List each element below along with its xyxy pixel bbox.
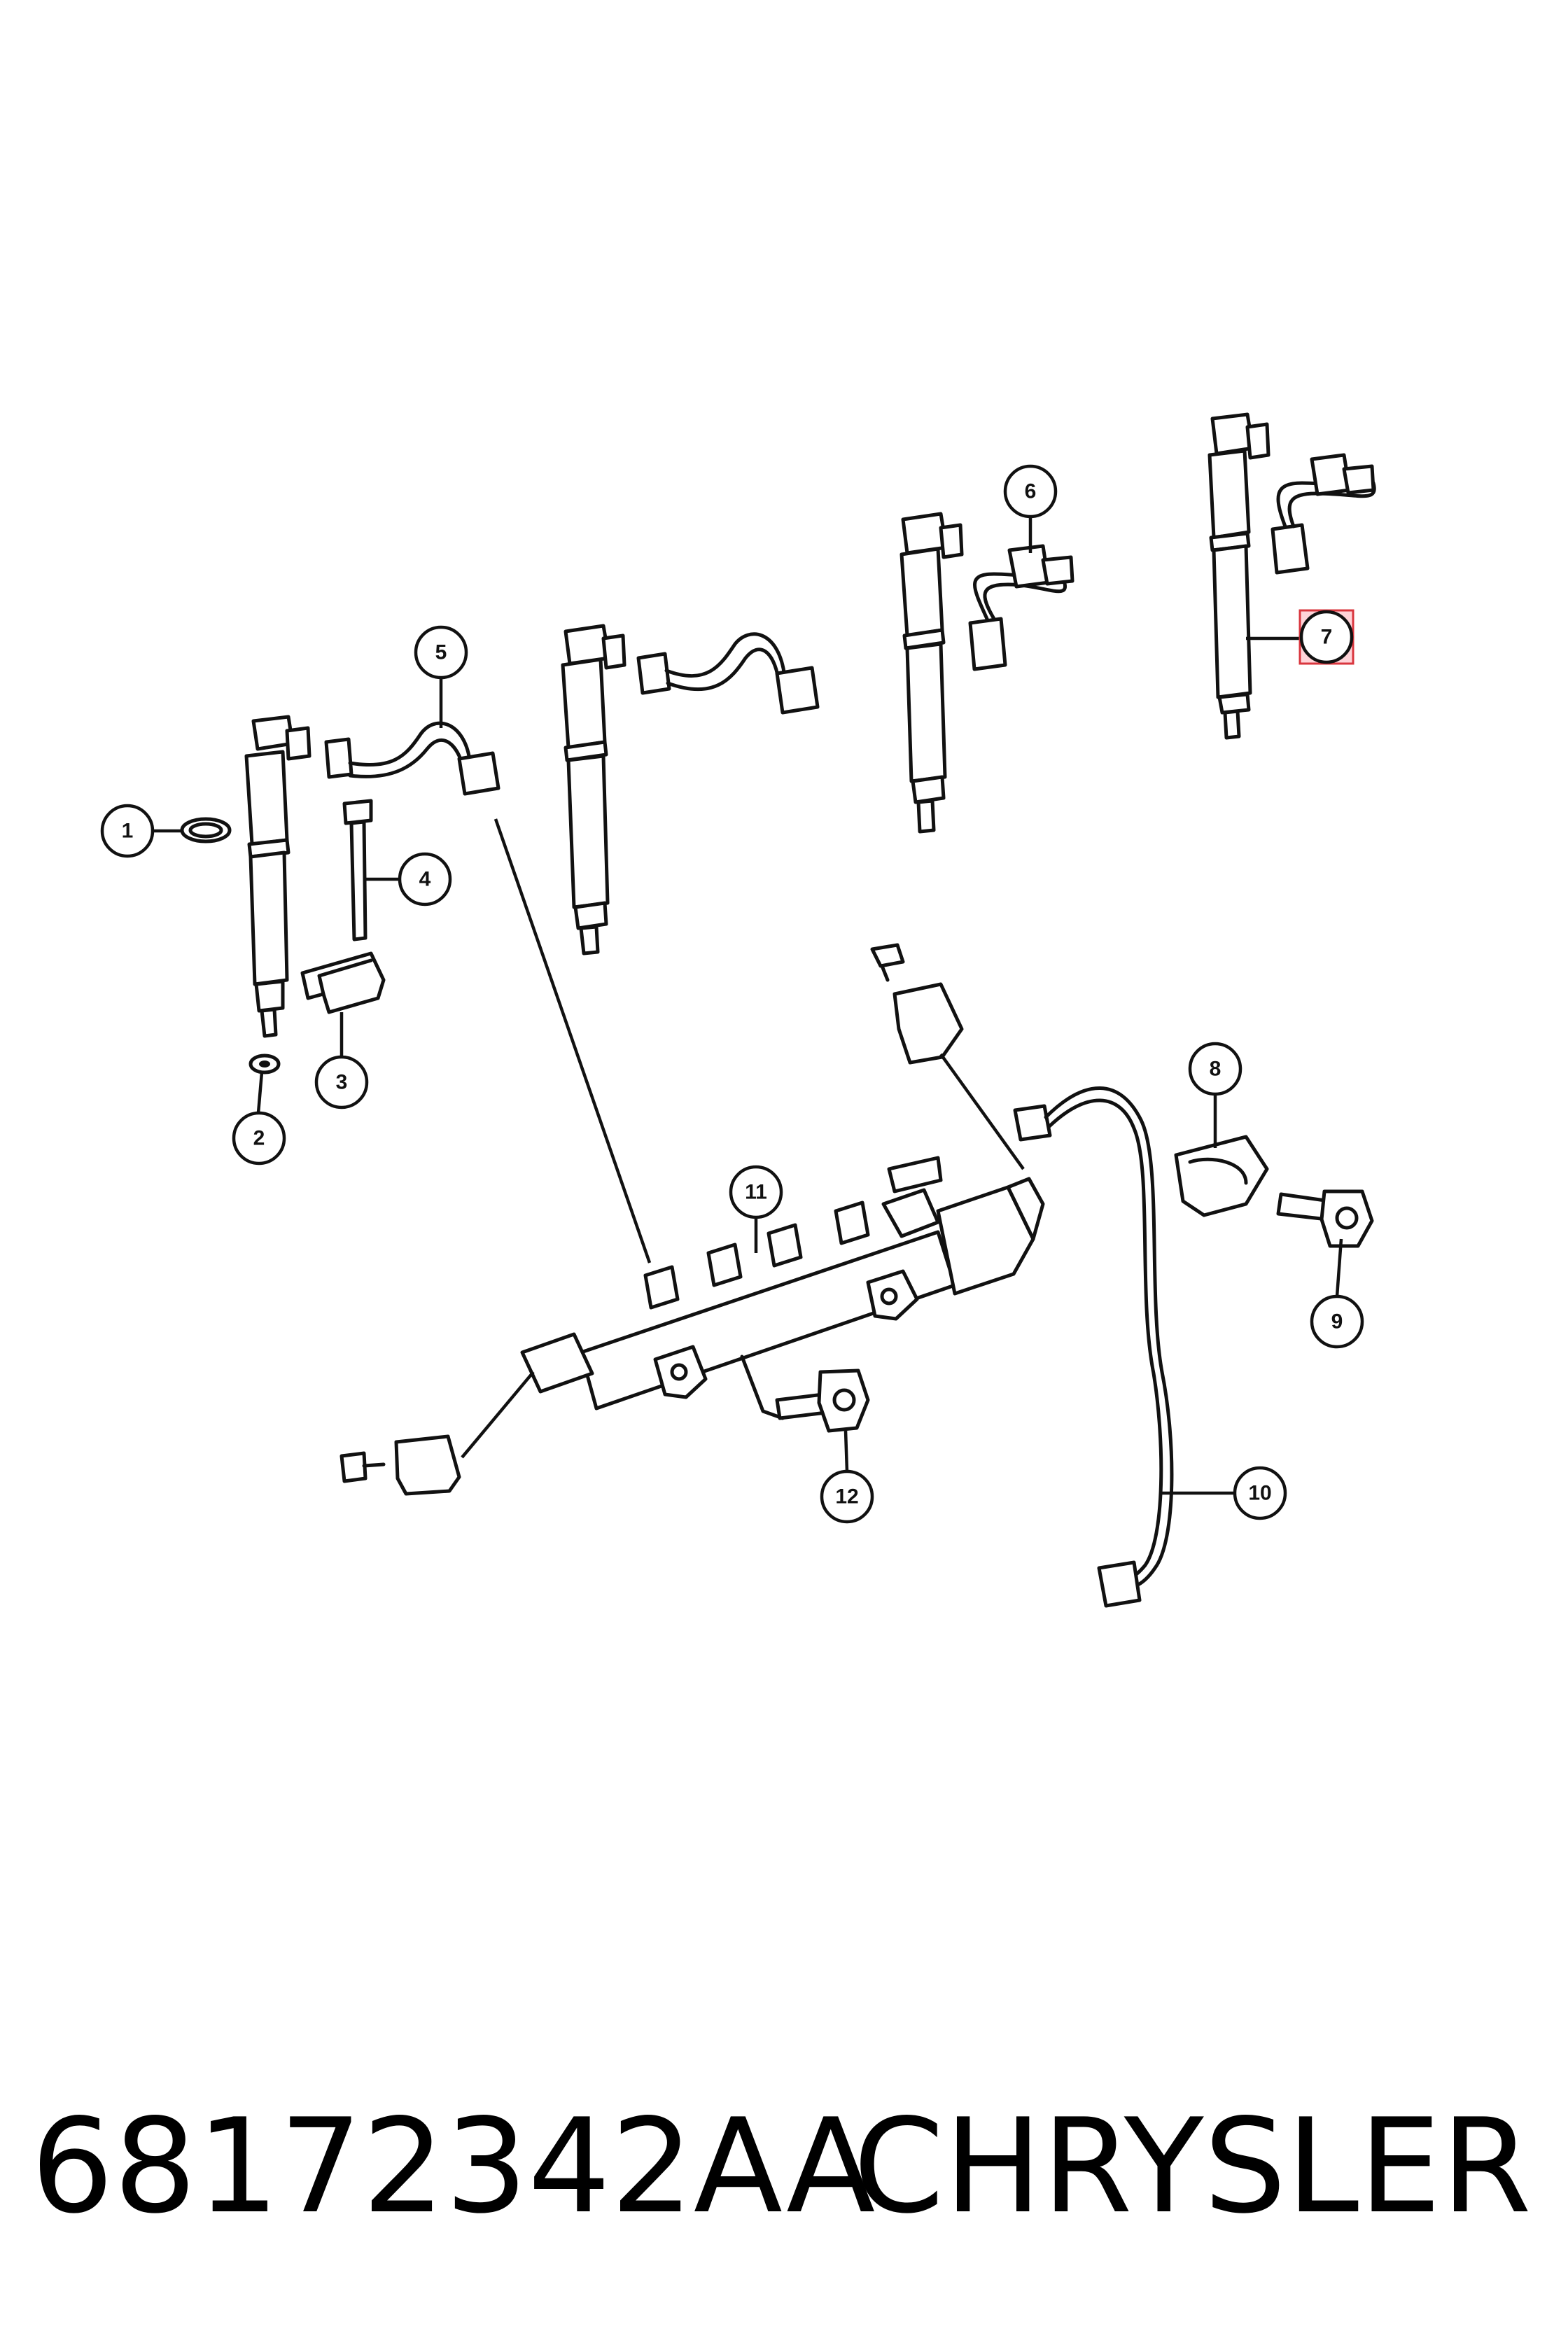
nozzle-washer [248, 1054, 281, 1074]
wire-clip [1174, 1135, 1269, 1217]
callout-6-label: 6 [1025, 480, 1037, 503]
callout-3[interactable]: 3 [314, 1055, 369, 1110]
callout-2[interactable]: 2 [232, 1111, 286, 1166]
callout-2-label: 2 [253, 1127, 265, 1150]
callout-7-label: 7 [1321, 626, 1333, 649]
fuel-rail [520, 1156, 1045, 1420]
fuel-injector-2 [561, 624, 626, 955]
injector-harness-2 [636, 632, 820, 715]
clip-bolt [1276, 1189, 1374, 1248]
callout-6[interactable]: 6 [1003, 464, 1058, 519]
pressure-regulator-cap-lower [340, 1434, 461, 1496]
injector-harness-7 [1270, 453, 1376, 575]
injector-harness-6 [968, 544, 1074, 671]
pressure-regulator-cap-upper [870, 943, 964, 1065]
callout-4[interactable]: 4 [398, 852, 452, 906]
rail-bolt [775, 1368, 870, 1433]
fuel-injector-3 [899, 512, 964, 834]
brand-name: CHRYSLER [853, 2090, 1532, 2242]
callout-4-label: 4 [419, 868, 431, 891]
callout-9-label: 9 [1331, 1310, 1343, 1334]
callout-12[interactable]: 12 [820, 1469, 874, 1524]
callout-10-label: 10 [1248, 1482, 1271, 1505]
callout-7[interactable]: 7 [1299, 610, 1354, 664]
leader-lines [152, 517, 1343, 1495]
fuel-injector-4 [1208, 412, 1270, 740]
callout-9[interactable]: 9 [1310, 1294, 1364, 1349]
hold-down-clamp [300, 951, 386, 1014]
callout-3-label: 3 [336, 1071, 348, 1094]
callout-5[interactable]: 5 [414, 625, 468, 680]
callout-1-label: 1 [122, 820, 134, 843]
callout-8[interactable]: 8 [1188, 1042, 1242, 1096]
callout-10[interactable]: 10 [1233, 1466, 1287, 1520]
callout-1[interactable]: 1 [100, 804, 155, 858]
seal-ring [180, 817, 232, 844]
injector-harness-5 [324, 721, 500, 796]
part-number: 68172342AA [31, 2090, 876, 2242]
callout-5-label: 5 [435, 641, 447, 664]
fuel-injector-1 [244, 715, 312, 1038]
callout-11[interactable]: 11 [729, 1165, 783, 1219]
callout-8-label: 8 [1210, 1058, 1222, 1081]
callout-11-label: 11 [745, 1181, 767, 1204]
rail-wire-harness [1013, 1086, 1174, 1608]
callout-12-label: 12 [835, 1485, 858, 1508]
hold-down-bolt [342, 799, 373, 941]
